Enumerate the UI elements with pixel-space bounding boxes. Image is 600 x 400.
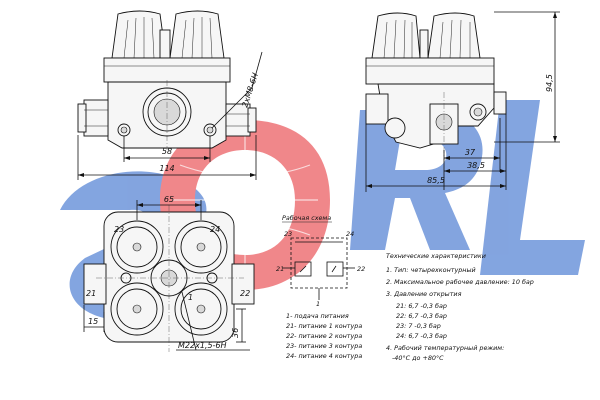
spec-item: 23: 7 -0,3 бар [396, 322, 441, 330]
front-view: 58 114 2хМ8-6Н [77, 10, 263, 180]
scheme-label-24: 24 [346, 230, 354, 238]
side-view: 94,5 37 38,5 85,5 [365, 11, 560, 192]
ports-legend: 1- подача питания 21- питание 1 контура … [286, 312, 362, 360]
port-label-24: 24 [210, 225, 220, 234]
spec-item: 24: 6,7 -0,3 бар [396, 332, 447, 340]
scheme-label-21: 21 [276, 265, 284, 273]
specifications: Технические характеристики 1. Тип: четыр… [386, 252, 534, 362]
spec-item: 3. Давление открытия [386, 290, 462, 298]
scheme-title: Рабочая схема [282, 214, 331, 222]
dim-65: 65 [164, 195, 174, 204]
dim-15: 15 [88, 317, 98, 326]
scheme-label-23: 23 [284, 230, 292, 238]
scheme-label-1: 1 [316, 300, 320, 308]
top-view: 23 24 21 22 1 65 15 36 М22х1,5-6Н [83, 195, 255, 352]
port-label-1: 1 [188, 293, 193, 302]
spec-item: 22: 6,7 -0,3 бар [396, 312, 447, 320]
port-label-21: 21 [86, 289, 96, 298]
spec-item: 4. Рабочий температурный режим: [386, 344, 504, 352]
thread-callout-m22: М22х1,5-6Н [178, 341, 227, 350]
port-label-22: 22 [240, 289, 250, 298]
dim-37: 37 [465, 148, 476, 157]
dim-width-overall: 114 [159, 164, 174, 173]
legend-line: 1- подача питания [286, 312, 349, 320]
port-label-23: 23 [114, 225, 124, 234]
legend-line: 21- питание 1 контура [286, 322, 362, 330]
working-scheme: Рабочая схема 23 24 21 22 1 [276, 214, 365, 308]
spec-item: 1. Тип: четырехконтурный [386, 266, 476, 274]
dim-38-5: 38,5 [467, 161, 485, 170]
legend-line: 23- питание 3 контура [286, 342, 362, 350]
scheme-label-22: 22 [357, 265, 365, 273]
dim-port-spacing: 58 [162, 147, 172, 156]
spec-item: 2. Максимальное рабочее давление: 10 бар [386, 278, 534, 286]
dim-36: 36 [231, 328, 240, 338]
spec-item: 21: 6,7 -0,3 бар [396, 302, 447, 310]
spec-item: -40°C до +80°C [392, 354, 444, 362]
thread-callout-m8: 2хМ8-6Н [240, 72, 260, 109]
dim-height: 94,5 [545, 74, 554, 92]
specs-title: Технические характеристики [386, 252, 486, 260]
dim-depth: 85,5 [427, 176, 445, 185]
legend-line: 24- питание 4 контура [286, 352, 362, 360]
legend-line: 22- питание 2 контура [286, 332, 362, 340]
